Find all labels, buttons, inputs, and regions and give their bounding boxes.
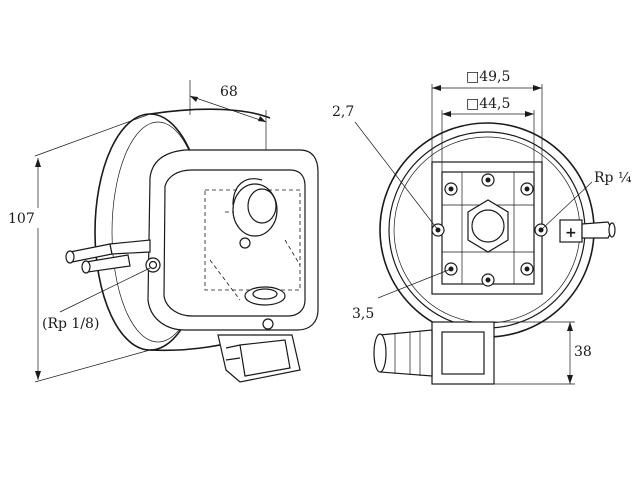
setpoint-knob [232,183,278,237]
thread-front-leader [540,181,593,231]
dim-depth: 68 [189,80,267,150]
knob-screw [239,237,251,249]
dim-connector-height-label: 38 [574,344,592,360]
thread-side-label: (Rp 1/8) [42,316,99,332]
hole-small-label: 3,5 [352,306,374,322]
pressure-nipple-lower [81,254,161,274]
thread-front-label: Rp ¼ [594,170,632,186]
front-view: + □49,5 □44,5 [332,69,632,385]
terminal-socket [244,286,286,306]
pressure-nipple-upper [65,239,151,264]
terminal-socket-inner [252,288,278,300]
dim-square-outer-label: □49,5 [466,69,510,85]
dim-square-inner: □44,5 [441,96,535,172]
dim-depth-label: 68 [220,84,238,100]
dim-diameter-label: 107 [8,211,35,227]
setpoint-knob-face [247,188,277,224]
cover-block [147,149,319,331]
connector-plug-left [217,334,301,383]
hidden-edges [209,239,301,301]
hole-large-leader [354,121,439,231]
dim-square-inner-label: □44,5 [466,96,510,112]
setpoint-knob-edge [232,178,263,206]
hole-small-leader [377,268,452,299]
pressure-port-plus: + [559,219,616,243]
centre-bore [471,209,505,243]
hole-large-label: 2,7 [332,104,354,120]
housing-rim [149,108,271,119]
cover-inner-edge [163,169,306,317]
screw-holes [431,173,548,287]
port-plus-sign: + [565,225,577,241]
connector-plug-front [373,321,495,385]
cover-screw [262,318,274,330]
dim-connector-height: 38 [494,321,592,385]
dim-square-outer: □49,5 [431,69,543,162]
dim-diameter: 107 [8,113,151,383]
flange-ribs [442,172,534,284]
perspective-view: 68 107 (Rp 1/8) [8,80,319,383]
thread-side-leader [59,267,151,313]
